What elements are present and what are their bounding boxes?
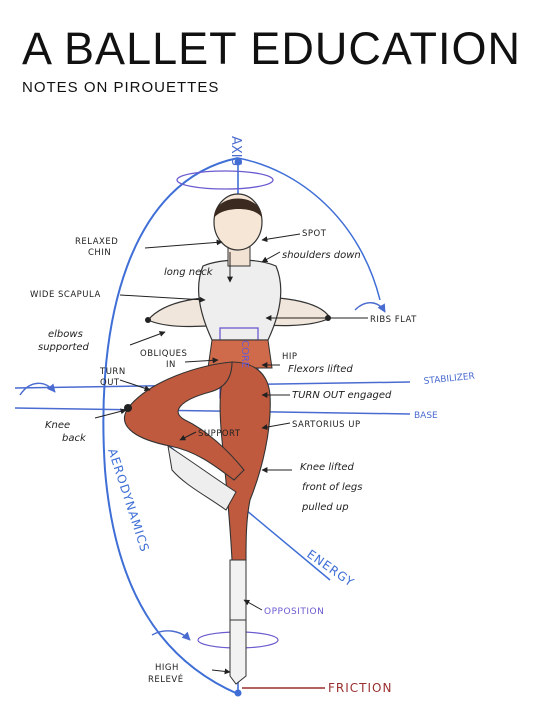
label-sartorius: SARTORIUS UP <box>292 420 361 430</box>
label-friction: FRICTION <box>328 681 392 695</box>
label-elbows-1: elbows <box>48 329 83 340</box>
label-axis: AXIS <box>228 136 243 166</box>
label-releve-1: HIGH <box>155 663 179 673</box>
standing-foot <box>229 619 247 685</box>
label-spot: SPOT <box>302 229 327 239</box>
label-aerodynamics: AERODYNAMICS <box>105 447 152 555</box>
label-chin-1: RELAXED <box>75 237 118 247</box>
ptr-knee <box>94 408 127 419</box>
dancer-hips <box>207 339 273 369</box>
ptr-chin <box>144 239 223 249</box>
label-knee-2: back <box>62 433 87 444</box>
passe-leg <box>123 361 245 481</box>
label-shoulders: shoulders down <box>282 250 361 261</box>
knee-dot <box>124 404 132 412</box>
ptr-spot <box>261 233 301 243</box>
ptr-releve <box>211 668 231 675</box>
ptr-elbows <box>129 331 166 346</box>
ptr-opposition <box>243 599 263 611</box>
page-title: A BALLET EDUCATION <box>22 23 521 74</box>
label-knee-lifted-1: Knee lifted <box>300 462 355 473</box>
base-line <box>14 407 411 415</box>
elbow-left-dot <box>145 317 151 323</box>
aerodynamics-curve-right <box>237 157 381 301</box>
header: A BALLET EDUCATION NOTES ON PIROUETTES <box>22 26 521 96</box>
label-knee-lifted-3: pulled up <box>301 502 349 513</box>
label-core: CORE <box>239 340 250 368</box>
label-turnout-1: TURN <box>99 367 126 377</box>
label-releve-2: RELEVÉ <box>148 673 184 685</box>
page-subtitle: NOTES ON PIROUETTES <box>22 79 220 96</box>
turn-arrow-1 <box>19 382 56 396</box>
label-ribs: RIBS FLAT <box>370 315 417 325</box>
label-knee-lifted-2: front of legs <box>302 482 363 493</box>
turn-arrow-3 <box>151 630 191 641</box>
axis-bottom-dot <box>234 689 242 697</box>
ptr-support <box>179 431 197 441</box>
label-neck: long neck <box>164 267 214 278</box>
label-scapula: WIDE SCAPULA <box>30 290 101 300</box>
label-hip-2: Flexors lifted <box>288 364 353 375</box>
label-turnout-2: OUT <box>100 378 120 388</box>
rotation-ring-top <box>176 170 274 190</box>
ptr-scapula <box>119 294 206 303</box>
label-knee-1: Knee <box>45 420 70 431</box>
label-elbows-2: supported <box>38 342 90 353</box>
axis-top-dot <box>234 158 242 166</box>
dancer-hair <box>214 198 262 218</box>
label-energy: ENERGY <box>304 547 357 590</box>
label-stabilizer: STABILIZER <box>423 372 475 387</box>
ptr-shoulders <box>261 251 281 263</box>
label-turnout-engaged: TURN OUT engaged <box>292 390 392 401</box>
ptr-sartorius <box>261 422 291 431</box>
ptr-turnout <box>119 379 151 392</box>
label-hip-1: HIP <box>282 352 298 362</box>
ptr-obliques <box>184 357 219 364</box>
label-obliques-1: OBLIQUES <box>140 349 187 359</box>
aerodynamics-curve <box>102 157 239 695</box>
label-opposition: OPPOSITION <box>264 607 324 617</box>
turn-arrow-2 <box>354 302 386 313</box>
label-support: SUPPORT <box>198 429 241 439</box>
label-chin-2: CHIN <box>88 248 111 258</box>
label-obliques-2: IN <box>166 360 176 370</box>
label-base: BASE <box>414 411 438 421</box>
passe-sock <box>167 444 237 511</box>
standing-sock <box>229 559 247 621</box>
